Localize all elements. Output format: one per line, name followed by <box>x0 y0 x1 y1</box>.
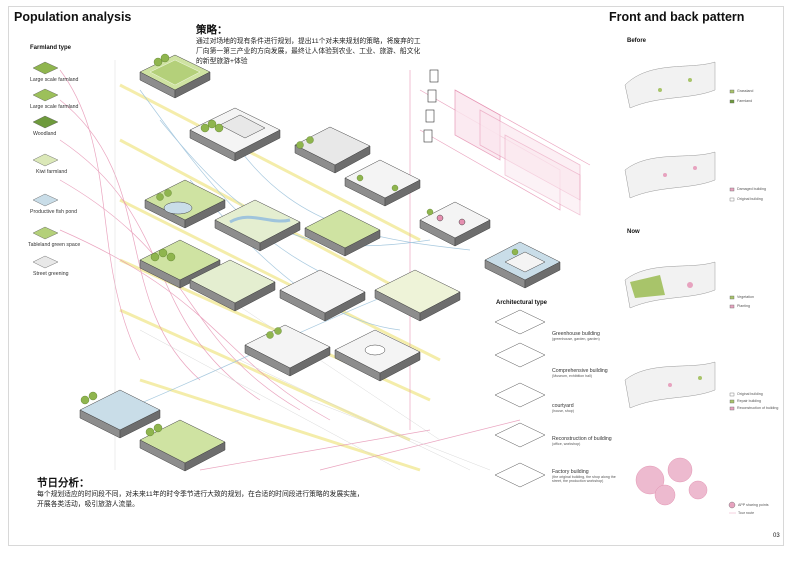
page-title: Population analysis <box>14 10 132 24</box>
farmland-label-2: Large scale farmland <box>30 104 79 110</box>
plot-4 <box>344 159 421 207</box>
arch-item-1: Greenhouse building (greenhouse, garden,… <box>552 331 624 341</box>
farmland-label-3: Woodland <box>33 131 57 137</box>
plot-8 <box>419 201 491 247</box>
plot-5 <box>144 179 226 229</box>
page-frame <box>8 6 784 546</box>
page-number: 03 <box>773 533 780 539</box>
app-sharing-map <box>635 457 708 506</box>
now-label: Now <box>627 229 640 235</box>
plot-12 <box>279 269 366 322</box>
before-label: Before <box>627 38 647 44</box>
plot-2 <box>189 107 281 162</box>
plot-9 <box>484 241 561 289</box>
legend-4-b: Repair building <box>737 399 761 403</box>
legend-2-a: Damaged building <box>737 187 766 191</box>
plot-7 <box>304 209 381 257</box>
farmland-label-4: Kiwi farmland <box>36 169 68 175</box>
arch-item-1-sub: (greenhouse, garden, garden) <box>552 337 600 341</box>
arch-item-4-name: Reconstruction of building <box>552 436 612 442</box>
plot-17 <box>139 419 226 472</box>
legend-4-a: Original building <box>737 392 763 396</box>
tree-clusters <box>80 53 519 437</box>
strategy-heading: 策略： <box>196 24 228 36</box>
strategy-body: 通过对场地的现有条件进行规划，提出11个对未来规划的策略，将废弃的工厂向第一第三… <box>196 38 421 65</box>
plot-16 <box>79 389 161 439</box>
arch-item-4: Reconstruction of building (office, work… <box>552 436 624 446</box>
festival-body: 每个规划适应的时间段不同，对未来11年的时令季节进行大致的规划，在合适的时间段进… <box>37 491 364 508</box>
plot-13 <box>374 269 461 322</box>
farmland-label-6: Tableland green space <box>28 242 81 248</box>
farmland-swatches <box>32 61 59 269</box>
legend-3-a: Vegetation <box>737 295 754 299</box>
architectural-heading: Architectural type <box>496 300 548 306</box>
plot-6 <box>214 199 301 252</box>
legend-5-a: APP sharing points <box>738 503 769 507</box>
festival-heading: 节日分析： <box>37 477 90 489</box>
arch-item-2: Comprehensive building (Museum, exhibiti… <box>552 368 624 378</box>
arch-item-5-sub: (the original building, the shop along t… <box>552 475 616 483</box>
festival-block: 节日分析： 每个规划适应的时间段不同，对未来11年的时令季节进行大致的规划，在合… <box>37 475 367 510</box>
legend-4-c: Reconstruction of building <box>737 406 779 410</box>
farmland-label-5: Productive fish pond <box>30 209 78 215</box>
farmland-label-7: Street greening <box>33 271 69 277</box>
plot-3 <box>294 126 371 174</box>
front-back-heading: Front and back pattern <box>609 10 745 24</box>
arch-item-1-name: Greenhouse building <box>552 331 600 337</box>
farmland-label-1: Large scale farmland <box>30 77 79 83</box>
plot-11 <box>189 259 276 312</box>
plot-14 <box>244 324 331 377</box>
arch-item-2-name: Comprehensive building <box>552 368 608 374</box>
arch-item-5: Factory building (the original building,… <box>552 469 624 483</box>
plot-1 <box>139 54 211 99</box>
strategy-block: 策略： 通过对场地的现有条件进行规划，提出11个对未来规划的策略，将废弃的工厂向… <box>196 22 426 67</box>
arch-item-5-name: Factory building <box>552 469 589 475</box>
farmland-heading: Farmland type <box>30 45 72 51</box>
legend-3-b: Planting <box>737 304 750 308</box>
legend-1-a: Grassland <box>737 89 754 93</box>
architecture-swatches <box>494 309 546 488</box>
map-markers <box>630 78 702 387</box>
arch-item-3-name: courtyard <box>552 403 574 409</box>
strategy-tablets <box>423 69 439 143</box>
map-thumbnails <box>624 61 716 409</box>
legend-symbols <box>728 89 736 514</box>
legend-2-b: Original building <box>737 197 763 201</box>
legend-1-b: Farmland <box>737 99 753 103</box>
arch-item-3: courtyard (house, shop) <box>552 403 624 413</box>
arch-item-4-sub: (office, workshop) <box>552 442 581 446</box>
plot-15 <box>334 329 421 382</box>
legend-5-b: Tour route <box>738 511 755 515</box>
arch-item-3-sub: (house, shop) <box>552 409 574 413</box>
strategy-panels <box>454 89 581 216</box>
plot-10 <box>139 239 221 289</box>
arch-item-2-sub: (Museum, exhibition hall) <box>552 374 592 378</box>
